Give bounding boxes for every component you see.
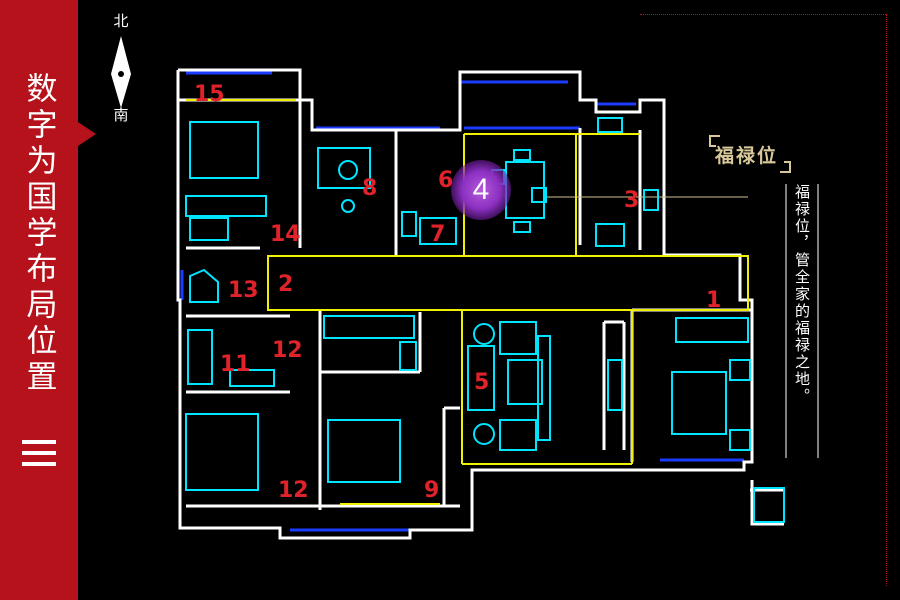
zone-13: 13 bbox=[228, 278, 259, 303]
zone-5: 5 bbox=[474, 370, 490, 395]
zone-11: 12 bbox=[272, 338, 303, 363]
zone-1: 1 bbox=[706, 288, 722, 313]
zone-lines bbox=[186, 99, 749, 505]
compass-needle-icon bbox=[111, 36, 131, 108]
highlight-number: 4 bbox=[472, 173, 490, 206]
highlight-badge[interactable]: 4 bbox=[451, 160, 511, 220]
compass-south: 南 bbox=[113, 106, 129, 124]
compass-north: 北 bbox=[113, 12, 129, 30]
zone-6: 6 bbox=[438, 168, 454, 193]
zone-14: 14 bbox=[270, 222, 301, 247]
description-frame bbox=[785, 184, 819, 458]
zone-10: 11 bbox=[220, 352, 251, 377]
sidebar-title: 数字为国学布局位置 bbox=[20, 72, 57, 396]
callout-bracket-icon bbox=[709, 135, 791, 173]
callout-label: 福禄位 bbox=[715, 145, 779, 167]
frame-top bbox=[640, 14, 886, 15]
frame-right bbox=[886, 14, 887, 586]
zone-9: 9 bbox=[424, 478, 440, 503]
sidebar-suffix: 三 bbox=[22, 440, 56, 473]
zone-2: 2 bbox=[278, 272, 294, 297]
zone-15: 15 bbox=[194, 82, 225, 107]
zone-twelve: 121312 bbox=[278, 478, 309, 503]
sidebar bbox=[0, 0, 78, 600]
compass: 北 南 bbox=[98, 8, 144, 128]
zone-7: 7 bbox=[430, 222, 446, 247]
sidebar-title-wrap: 数字为国学布局位置 bbox=[0, 72, 78, 432]
zone-8: 8 bbox=[362, 176, 378, 201]
zone-3: 3 bbox=[624, 188, 640, 213]
sidebar-arrow bbox=[78, 122, 96, 146]
callout-description-text: 福禄位，管全家的福禄之地。 bbox=[793, 184, 811, 405]
callout-description: 福禄位，管全家的福禄之地。 bbox=[786, 184, 814, 456]
